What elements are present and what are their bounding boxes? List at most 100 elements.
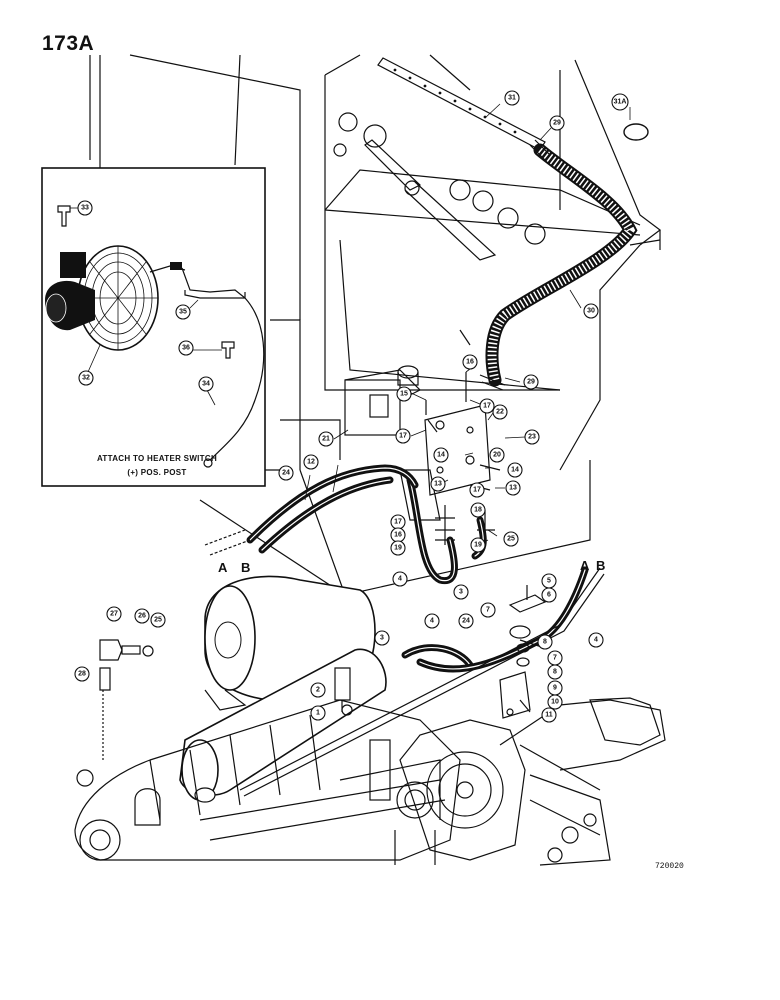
callout-30: 30 bbox=[583, 303, 599, 319]
callout-31: 31 bbox=[504, 90, 520, 106]
callout-circle bbox=[77, 200, 93, 216]
callout-circle bbox=[453, 584, 469, 600]
callout-number: 27 bbox=[110, 611, 118, 618]
callout-circle bbox=[458, 613, 474, 629]
callout-number: 21 bbox=[322, 436, 330, 443]
callout-8-upper: 8 bbox=[537, 634, 553, 650]
callout-19-b: 19 bbox=[470, 537, 486, 553]
callout-5: 5 bbox=[541, 573, 557, 589]
callout-number: 29 bbox=[553, 120, 561, 127]
callout-36: 36 bbox=[178, 340, 194, 356]
connection-labels: A B A B bbox=[218, 558, 605, 575]
callout-circle bbox=[278, 465, 294, 481]
callout-24-upper: 24 bbox=[278, 465, 294, 481]
callout-number: 17 bbox=[394, 519, 402, 526]
heater-fan bbox=[45, 245, 159, 351]
callout-14-a: 14 bbox=[433, 447, 449, 463]
heater-cap bbox=[623, 123, 649, 141]
control-lever bbox=[364, 139, 497, 261]
callouts: 31 31A 29 30 29 33 35 36 32 34 16 15 17 … bbox=[74, 90, 629, 723]
heater-duct bbox=[479, 139, 638, 391]
callout-circle bbox=[318, 431, 334, 447]
callout-circle bbox=[303, 454, 319, 470]
callout-31a: 31A bbox=[611, 93, 629, 111]
callout-22: 22 bbox=[492, 404, 508, 420]
callout-circle bbox=[541, 587, 557, 603]
dash-gauges bbox=[333, 112, 546, 245]
inset-note-line1: ATTACH TO HEATER SWITCH bbox=[96, 454, 218, 463]
callout-4-upper: 4 bbox=[392, 571, 408, 587]
callout-circle bbox=[537, 634, 553, 650]
callout-number: 7 bbox=[553, 655, 557, 662]
leader-lines bbox=[70, 103, 631, 546]
callout-number: 24 bbox=[462, 618, 470, 625]
callout-number: 26 bbox=[138, 613, 146, 620]
callout-number: 6 bbox=[547, 592, 551, 599]
callout-number: 34 bbox=[202, 381, 210, 388]
heater-hoses bbox=[204, 464, 419, 556]
callout-circle bbox=[541, 707, 557, 723]
fittings bbox=[99, 639, 353, 760]
callout-number: 8 bbox=[553, 669, 557, 676]
callout-number: 17 bbox=[483, 403, 491, 410]
callout-circle bbox=[178, 340, 194, 356]
callout-number: 11 bbox=[545, 712, 553, 719]
callout-number: 14 bbox=[437, 452, 445, 459]
callout-9: 9 bbox=[547, 680, 563, 696]
callout-circle bbox=[134, 608, 150, 624]
callout-number: 3 bbox=[459, 589, 463, 596]
callout-circle bbox=[505, 480, 521, 496]
callout-number: 16 bbox=[466, 359, 474, 366]
callout-circle bbox=[547, 664, 563, 680]
callout-number: 30 bbox=[587, 308, 595, 315]
callout-17-a: 17 bbox=[479, 398, 495, 414]
callout-4-lower: 4 bbox=[424, 613, 440, 629]
callout-18-a: 18 bbox=[470, 502, 486, 518]
callout-4-right: 4 bbox=[588, 632, 604, 648]
callout-circle bbox=[507, 462, 523, 478]
callout-circle bbox=[470, 502, 486, 518]
callout-29-top: 29 bbox=[549, 115, 565, 131]
callout-34: 34 bbox=[198, 376, 214, 392]
callout-circle bbox=[470, 537, 486, 553]
callout-32: 32 bbox=[78, 370, 94, 386]
callout-17-b: 17 bbox=[395, 428, 411, 444]
callout-26: 26 bbox=[134, 608, 150, 624]
callout-3-lower: 3 bbox=[374, 630, 390, 646]
callout-number: 7 bbox=[486, 607, 490, 614]
callout-number: 19 bbox=[474, 542, 482, 549]
conn-a-left: A bbox=[218, 560, 228, 575]
callout-25-lower: 25 bbox=[150, 612, 166, 628]
callout-number: 23 bbox=[528, 434, 536, 441]
callout-number: 25 bbox=[154, 617, 162, 624]
callout-number: 9 bbox=[553, 685, 557, 692]
callout-number: 33 bbox=[81, 205, 89, 212]
callout-21: 21 bbox=[318, 431, 334, 447]
callout-number: 2 bbox=[316, 687, 320, 694]
callout-15-a: 15 bbox=[396, 386, 412, 402]
callout-33: 33 bbox=[77, 200, 93, 216]
callout-circle bbox=[503, 531, 519, 547]
callout-number: 20 bbox=[493, 452, 501, 459]
callout-number: 17 bbox=[399, 433, 407, 440]
callout-circle bbox=[433, 447, 449, 463]
callout-circle bbox=[395, 428, 411, 444]
callout-circle bbox=[479, 398, 495, 414]
conn-a-right: A bbox=[580, 558, 590, 573]
callout-29-mid: 29 bbox=[523, 374, 539, 390]
callout-number: 1 bbox=[316, 710, 320, 717]
callout-6: 6 bbox=[541, 587, 557, 603]
callout-circle bbox=[524, 429, 540, 445]
callout-35: 35 bbox=[175, 304, 191, 320]
callout-8-lower: 8 bbox=[547, 664, 563, 680]
callout-number: 15 bbox=[400, 391, 408, 398]
callout-7-lower: 7 bbox=[547, 650, 563, 666]
callout-3-upper: 3 bbox=[453, 584, 469, 600]
callout-2: 2 bbox=[310, 682, 326, 698]
callout-circle bbox=[489, 447, 505, 463]
callout-number: 3 bbox=[380, 635, 384, 642]
callout-circle bbox=[198, 376, 214, 392]
callout-number: 32 bbox=[82, 375, 90, 382]
callout-number: 31 bbox=[508, 95, 516, 102]
callout-number: 17 bbox=[473, 487, 481, 494]
